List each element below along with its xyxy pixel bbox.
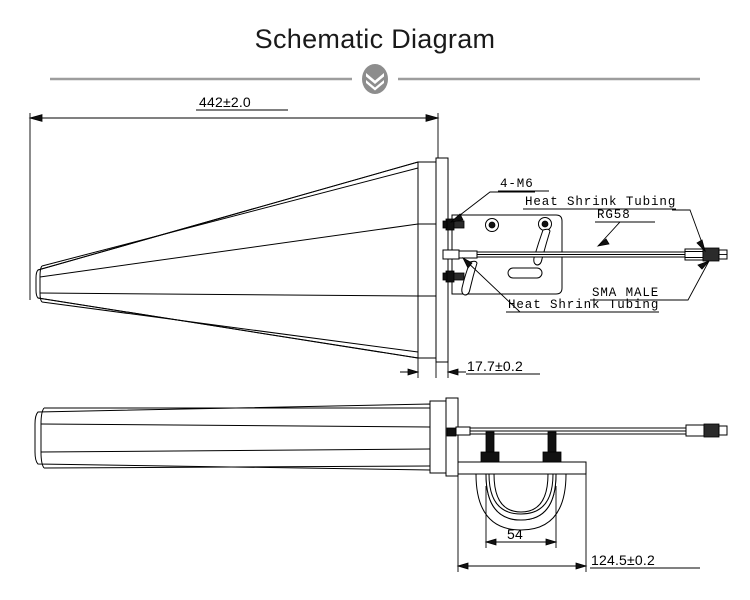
label-bolt-spec-text: 4-M6: [500, 177, 534, 191]
antenna-radome-top: [35, 157, 449, 363]
top-view-group: 442±2.0: [28, 94, 728, 378]
label-connector: SMA MALE: [590, 286, 666, 301]
page-title: Schematic Diagram: [254, 24, 496, 54]
bolt-m6-upper: [442, 218, 465, 231]
dim-bracket-offset-text: 17.7±0.2: [467, 358, 523, 374]
dim-mount-length-text: 124.5±0.2: [591, 552, 655, 568]
pole-clamp-assembly: [457, 431, 587, 531]
label-heat-shrink-top: Heat Shrink Tubing: [523, 195, 676, 210]
dimension-clamp-width: 54: [484, 486, 558, 548]
dimension-bracket-offset: 17.7±0.2: [400, 358, 540, 378]
double-chevron-down-icon: [362, 64, 388, 94]
dimension-mount-length: 124.5±0.2: [456, 474, 700, 572]
label-bolt-spec: 4-M6: [498, 177, 549, 192]
label-cable-type-text: RG58: [597, 208, 631, 222]
dim-overall-length-text: 442±2.0: [199, 94, 251, 110]
bottom-view-group: 54 124.5±0.2: [34, 397, 728, 572]
bolt-m6-lower: [442, 270, 465, 283]
label-heat-shrink-bottom-text: Heat Shrink Tubing: [508, 298, 659, 312]
label-heat-shrink-bottom: Heat Shrink Tubing: [506, 298, 659, 313]
antenna-radome-bottom: [34, 397, 459, 477]
pigtail-cable-bottom: [446, 423, 728, 438]
label-connector-text: SMA MALE: [592, 286, 659, 300]
section-divider: [0, 62, 750, 96]
label-cable-type: RG58: [595, 208, 651, 223]
label-heat-shrink-top-text: Heat Shrink Tubing: [525, 195, 676, 209]
dim-clamp-width-text: 54: [507, 526, 523, 542]
pigtail-cable-top: [442, 247, 728, 262]
